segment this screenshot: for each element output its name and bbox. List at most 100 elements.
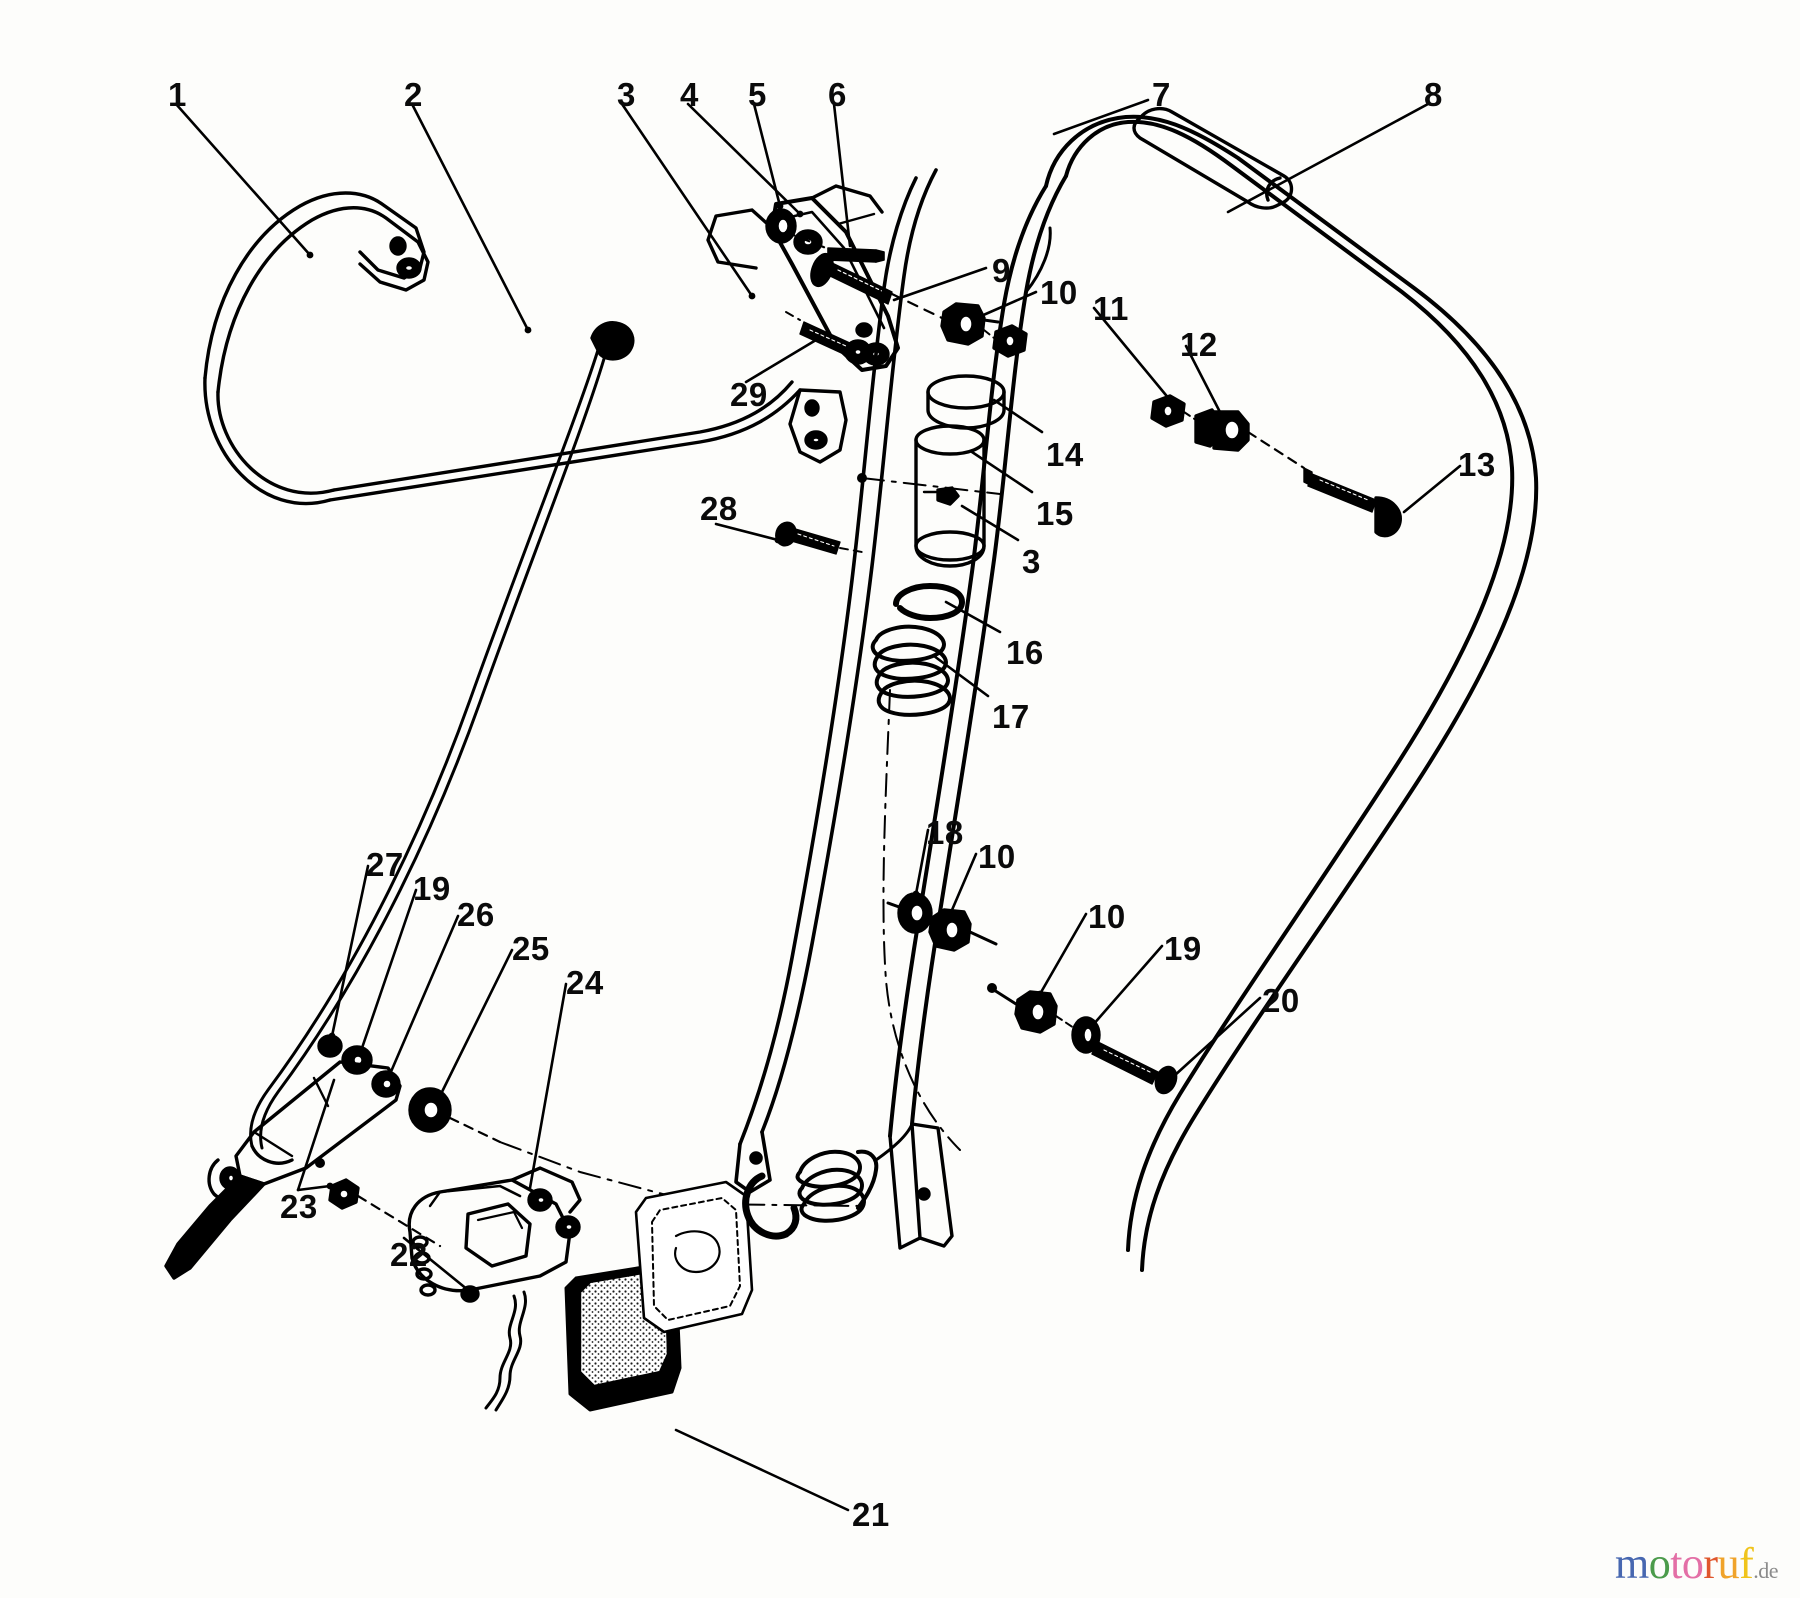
bolt-part20: [1091, 1041, 1178, 1095]
washer-part19-lever: [341, 1045, 373, 1075]
washer-part19-right: [1055, 1015, 1101, 1054]
pin-part27: [317, 1034, 343, 1058]
leader-2: [410, 102, 530, 332]
callout-4: 4: [680, 76, 699, 113]
callout-20: 20: [1262, 982, 1300, 1019]
lever-link-part26: [164, 1060, 402, 1280]
leader-10: [970, 290, 1038, 322]
watermark-letter-u: u: [1717, 1539, 1740, 1588]
leader-29: [744, 338, 818, 384]
wing-nut-part11-upper: [983, 324, 1028, 358]
leader-20: [1172, 996, 1262, 1078]
grommet-part12: [1183, 408, 1306, 470]
washer-part25: [408, 1087, 502, 1144]
upper-bar-right-lug: [788, 388, 848, 464]
screw-part29: [785, 311, 872, 365]
leader-18: [914, 828, 930, 896]
leader-19l: [360, 888, 418, 1050]
watermark-tld: .de: [1753, 1558, 1778, 1583]
callout-10-middle: 10: [978, 838, 1016, 875]
callout-12: 12: [1180, 326, 1218, 363]
callout-25: 25: [512, 930, 550, 967]
callout-2: 2: [404, 76, 423, 113]
callout-5: 5: [748, 76, 767, 113]
leader-8: [1226, 102, 1430, 214]
callout-19-lever: 19: [413, 870, 451, 907]
retaining-ring-part16: [893, 583, 965, 621]
leader-25: [436, 948, 514, 1102]
leader-24: [528, 982, 568, 1190]
leader-10b: [950, 852, 978, 912]
callout-22: 22: [390, 1236, 428, 1273]
lower-handle-frame: [888, 114, 1539, 1272]
watermark-letter-r: r: [1703, 1539, 1718, 1588]
compression-spring-part17: [870, 624, 952, 717]
leader-17: [932, 654, 990, 698]
leader-15: [970, 450, 1034, 494]
bolt-part13: [1303, 467, 1402, 538]
carriage-bolt-part9: [810, 252, 944, 320]
watermark-letter-t: t: [1670, 1539, 1682, 1588]
flat-washer-part18: [886, 892, 933, 934]
callout-15: 15: [1036, 495, 1074, 532]
leader-7: [1052, 98, 1150, 136]
callout-10-right: 10: [1088, 898, 1126, 935]
callout-23: 23: [280, 1188, 318, 1225]
leader-12: [1184, 344, 1224, 418]
frame-leg-tip: [888, 1122, 954, 1250]
leader-4: [686, 102, 802, 216]
watermark-letter-f: f: [1739, 1539, 1754, 1588]
leader-23-stub: [296, 1078, 336, 1192]
roll-pin-part28: [775, 521, 863, 555]
sleeve-part15: [914, 424, 986, 568]
leader-11: [1092, 306, 1172, 402]
callout-24: 24: [566, 964, 604, 1001]
callout-29: 29: [730, 376, 768, 413]
callout-6: 6: [828, 76, 847, 113]
leader-19r: [1090, 944, 1164, 1028]
callout-7: 7: [1152, 76, 1171, 113]
callout-13: 13: [1458, 446, 1496, 483]
callout-3: 3: [617, 76, 636, 113]
leader-3b: [960, 504, 1020, 542]
callout-28: 28: [700, 490, 738, 527]
watermark-letter-m: m: [1614, 1539, 1649, 1588]
callout-8: 8: [1424, 76, 1443, 113]
callout-27: 27: [366, 846, 404, 883]
leader-3: [620, 102, 754, 298]
leader-14: [992, 398, 1044, 434]
air-filter-assembly: [564, 1122, 914, 1412]
callout-19-right: 19: [1164, 930, 1202, 967]
leader-28: [714, 522, 780, 542]
callout-17: 17: [992, 698, 1030, 735]
leader-1: [174, 102, 312, 257]
leader-6: [832, 102, 852, 248]
leader-22: [402, 1236, 470, 1292]
motoruf-watermark: motoruf.de: [1614, 1539, 1779, 1588]
callout-1: 1: [168, 76, 187, 113]
callout-3-lower: 3: [1022, 543, 1041, 580]
callout-10-upper: 10: [1040, 274, 1078, 311]
leader-10c: [1038, 912, 1088, 996]
knob-part10-upper: [940, 302, 1000, 346]
leader-5: [752, 102, 782, 208]
leader-23: [296, 1184, 332, 1192]
leader-13: [1402, 464, 1462, 514]
leader-26: [388, 914, 460, 1076]
lever-bracket-part24: [407, 1141, 863, 1412]
control-cable: [249, 321, 635, 1165]
callout-14: 14: [1046, 436, 1084, 473]
callout-18: 18: [926, 814, 964, 851]
leader-21: [674, 1428, 850, 1512]
screw-part6: [784, 230, 885, 263]
callout-21: 21: [852, 1496, 890, 1533]
knob-part10-middle: [928, 908, 998, 952]
callout-9: 9: [992, 252, 1011, 289]
washer-part5: [765, 208, 797, 244]
leader-16: [944, 600, 1002, 634]
callout-26: 26: [457, 896, 495, 933]
inner-handle-tube: [734, 168, 938, 1194]
leader-9: [892, 266, 988, 302]
